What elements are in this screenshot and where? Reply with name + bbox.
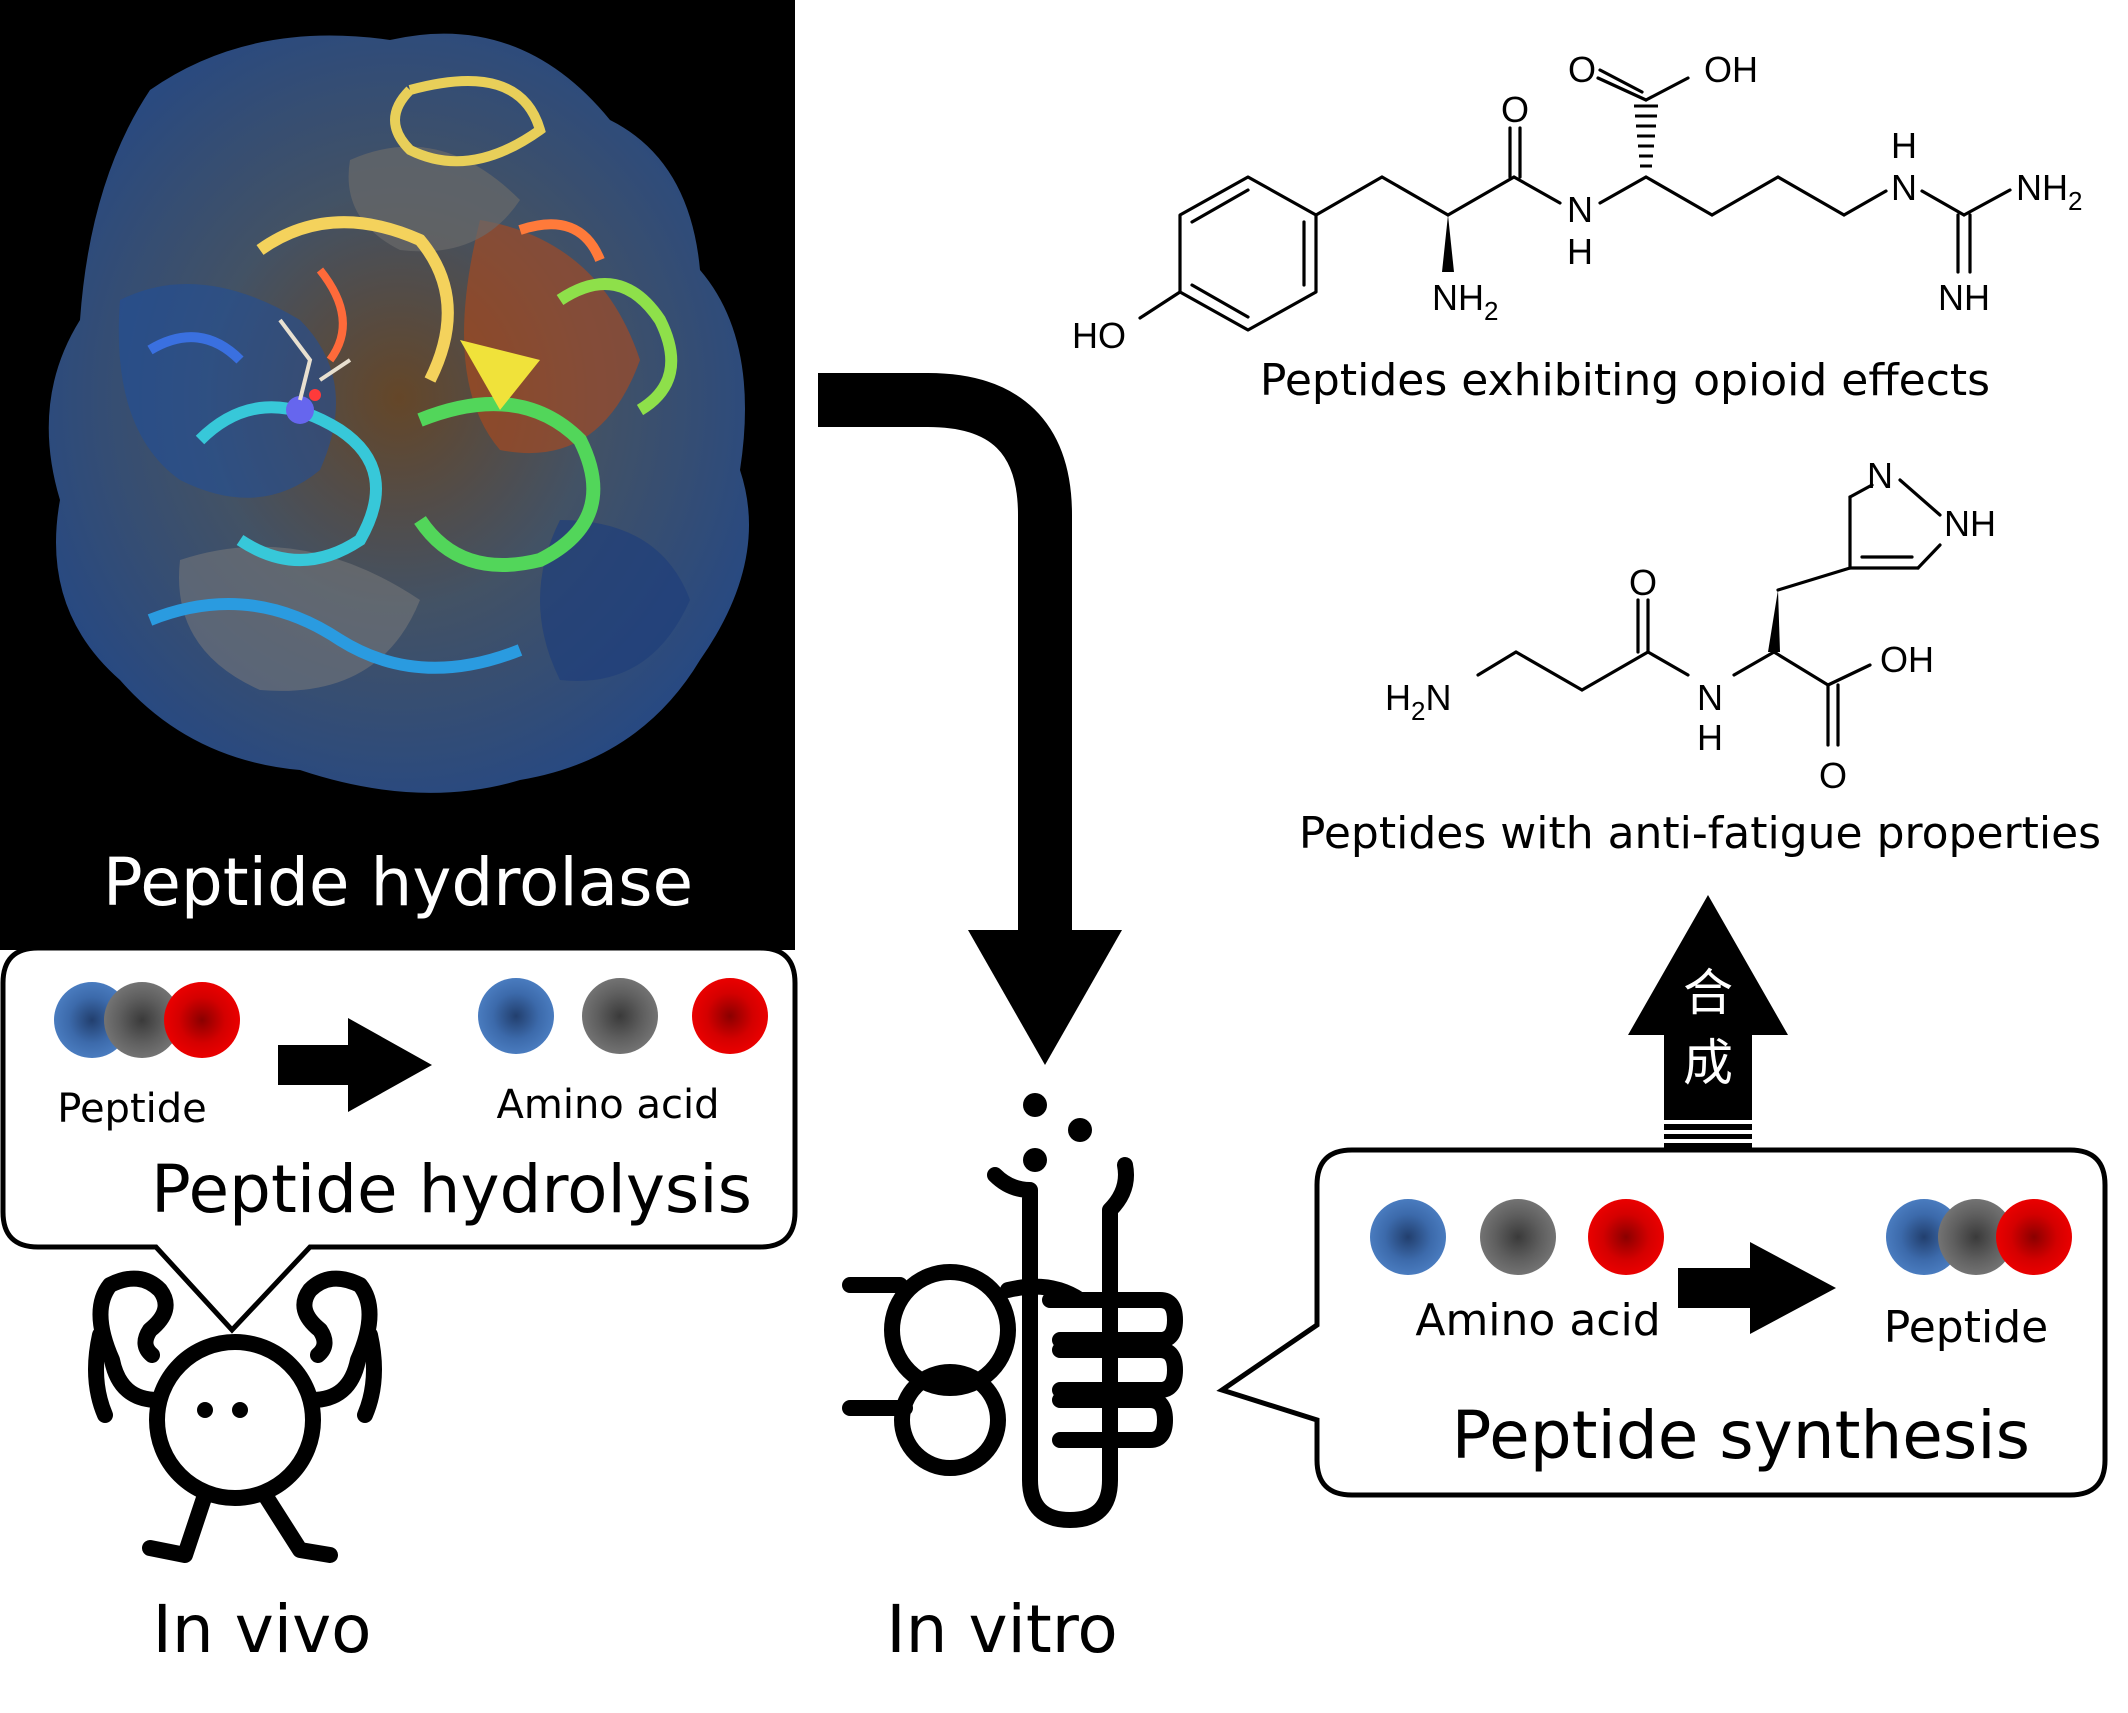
opioid-peptide-structure [1138, 68, 2012, 332]
bead-gray [582, 978, 658, 1054]
hydrolysis-title: Peptide hydrolysis [151, 1151, 752, 1228]
bead-blue [1886, 1199, 1962, 1275]
amino-acid-beads-separate [1370, 1199, 1664, 1275]
enzyme-label: Peptide hydrolase [103, 844, 693, 921]
antifatigue-peptide-structure [1476, 478, 1942, 747]
bead-gray [1938, 1199, 2014, 1275]
test-tube-hand-icon [842, 1093, 1183, 1528]
synthesis-up-arrow [1628, 895, 1788, 1148]
svg-text:H2N: H2N [1385, 677, 1451, 726]
bead-gray [104, 982, 180, 1058]
bead-red [1996, 1199, 2072, 1275]
bead-red [164, 982, 240, 1058]
protein-structure-image [48, 33, 749, 793]
bead-gray [1480, 1199, 1556, 1275]
synthesis-arrow-label-2: 成 [1683, 1034, 1733, 1092]
bead-blue [478, 978, 554, 1054]
svg-text:N: N [1867, 455, 1893, 496]
amino-acid-beads-separate [478, 978, 768, 1054]
hydrolysis-input-label: Peptide [57, 1086, 207, 1132]
flexing-person-icon [88, 1270, 382, 1563]
synthesis-arrow [1678, 1242, 1836, 1334]
svg-text:H: H [1567, 231, 1593, 272]
svg-text:HO: HO [1072, 315, 1126, 356]
svg-text:N: N [1567, 189, 1593, 230]
svg-text:H: H [1697, 717, 1723, 758]
svg-text:N: N [1697, 677, 1723, 718]
bead-red [1588, 1199, 1664, 1275]
in-vivo-label: In vivo [152, 1591, 371, 1668]
peptide-beads-joined [1886, 1199, 2072, 1275]
in-vitro-label: In vitro [886, 1591, 1118, 1668]
svg-text:O: O [1819, 755, 1847, 796]
svg-text:OH: OH [1880, 639, 1934, 680]
svg-text:NH2: NH2 [1432, 277, 1498, 326]
synthesis-arrow-label-1: 合 [1683, 964, 1733, 1022]
bead-red [692, 978, 768, 1054]
bead-blue [1370, 1199, 1446, 1275]
svg-text:O: O [1568, 49, 1596, 90]
synthesis-input-label: Amino acid [1415, 1295, 1660, 1346]
opioid-atom-labels: O OH O N H H N NH2 NH NH2 HO [1072, 49, 2082, 356]
curved-down-arrow [818, 373, 1122, 1065]
svg-text:NH: NH [1944, 503, 1996, 544]
svg-text:OH: OH [1704, 49, 1758, 90]
svg-text:N: N [1891, 167, 1917, 208]
hydrolysis-output-label: Amino acid [497, 1082, 720, 1128]
peptide-beads-joined [54, 982, 240, 1058]
antifatigue-label: Peptides with anti-fatigue properties [1299, 808, 2101, 859]
svg-text:NH2: NH2 [2016, 167, 2082, 216]
svg-text:O: O [1629, 562, 1657, 603]
opioid-label: Peptides exhibiting opioid effects [1260, 355, 1990, 406]
svg-text:H: H [1891, 125, 1917, 166]
svg-text:NH: NH [1938, 277, 1990, 318]
antifatigue-atom-labels: N NH O H2N N H OH O [1385, 455, 1996, 796]
synthesis-title: Peptide synthesis [1452, 1397, 2030, 1474]
svg-text:O: O [1501, 89, 1529, 130]
synthesis-output-label: Peptide [1884, 1302, 2048, 1353]
hydrolysis-arrow [278, 1018, 432, 1112]
